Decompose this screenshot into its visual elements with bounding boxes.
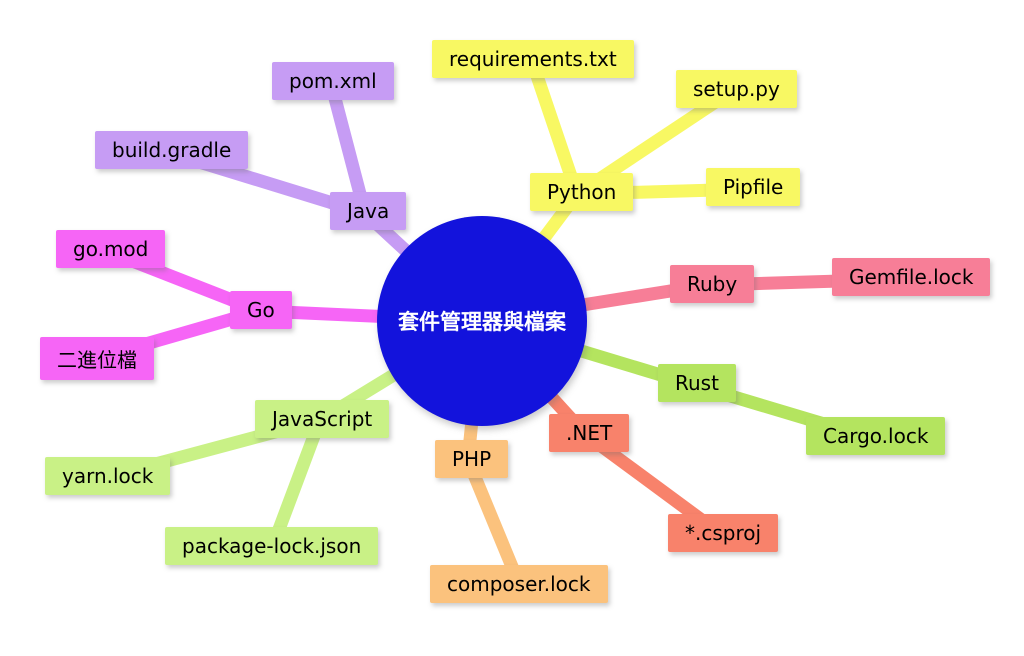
node-rust[interactable]: Rust (658, 364, 736, 402)
node-ruby-label: Ruby (687, 272, 738, 296)
node-go-mod[interactable]: go.mod (56, 230, 166, 268)
node-java[interactable]: Java (330, 192, 407, 230)
node-setup-py-label: setup.py (693, 77, 780, 101)
node-build-gradle[interactable]: build.gradle (95, 131, 249, 169)
node-go-label: Go (247, 298, 275, 322)
node-java-label: Java (347, 199, 390, 223)
node-ruby[interactable]: Ruby (670, 265, 755, 303)
node-package-lock-json[interactable]: package-lock.json (165, 527, 379, 565)
node-composer-lock[interactable]: composer.lock (430, 565, 608, 603)
node-php[interactable]: PHP (435, 440, 509, 478)
node-composer-lock-label: composer.lock (447, 572, 591, 596)
node-gemfile-lock[interactable]: Gemfile.lock (832, 258, 991, 296)
node-javascript[interactable]: JavaScript (255, 400, 390, 438)
link-python-requirements-txt (525, 54, 584, 201)
node-yarn-lock[interactable]: yarn.lock (45, 457, 171, 495)
node-pom-xml[interactable]: pom.xml (272, 62, 394, 100)
node-yarn-lock-label: yarn.lock (62, 464, 154, 488)
node-requirements-txt-label: requirements.txt (449, 47, 617, 71)
node-javascript-label: JavaScript (272, 407, 373, 431)
node-binary-file-label: 二進位檔 (57, 348, 137, 372)
node-php-label: PHP (452, 447, 492, 471)
node-gemfile-lock-label: Gemfile.lock (849, 265, 974, 289)
node-csproj-label: *.csproj (685, 521, 762, 545)
node-python-label: Python (547, 180, 617, 204)
node-python[interactable]: Python (530, 173, 634, 211)
node-package-lock-json-label: package-lock.json (182, 534, 362, 558)
link-javascript-package-lock-json (265, 413, 327, 555)
link-java-pom-xml (324, 76, 372, 220)
node-cargo-lock-label: Cargo.lock (823, 424, 929, 448)
node-dotnet-label: .NET (566, 421, 613, 445)
node-requirements-txt[interactable]: requirements.txt (432, 40, 634, 78)
node-center-label: 套件管理器與檔案 (398, 310, 566, 334)
node-setup-py[interactable]: setup.py (676, 70, 797, 108)
node-pipfile[interactable]: Pipfile (706, 168, 801, 206)
node-build-gradle-label: build.gradle (112, 138, 232, 162)
node-center[interactable]: 套件管理器與檔案 (377, 216, 587, 426)
node-dotnet[interactable]: .NET (549, 414, 630, 452)
node-binary-file[interactable]: 二進位檔 (40, 337, 154, 380)
node-pom-xml-label: pom.xml (289, 69, 377, 93)
node-pipfile-label: Pipfile (723, 175, 784, 199)
node-cargo-lock[interactable]: Cargo.lock (806, 417, 946, 455)
node-csproj[interactable]: *.csproj (668, 514, 779, 552)
node-rust-label: Rust (675, 371, 719, 395)
node-go-mod-label: go.mod (73, 237, 149, 261)
node-go[interactable]: Go (230, 291, 292, 329)
